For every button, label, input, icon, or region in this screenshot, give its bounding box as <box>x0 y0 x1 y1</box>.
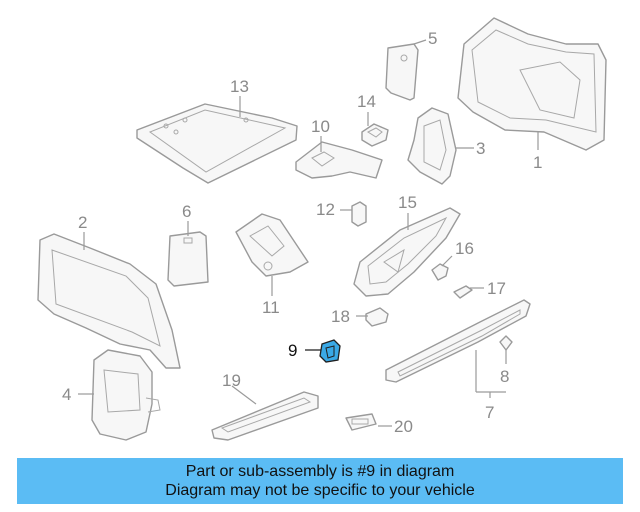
callout-16: 16 <box>455 239 474 258</box>
info-banner: Part or sub-assembly is #9 in diagram Di… <box>17 458 623 504</box>
part-20-handle <box>345 413 392 431</box>
callout-17: 17 <box>487 279 506 298</box>
part-19-shade <box>211 385 319 441</box>
callout-18: 18 <box>331 307 350 326</box>
callout-13: 13 <box>230 77 249 96</box>
part-1-quarter-trim <box>457 17 607 151</box>
callout-8: 8 <box>500 367 509 386</box>
part-13-cargo-floor <box>136 96 298 184</box>
callout-3: 3 <box>476 139 485 158</box>
exploded-parts-diagram: 1 2 3 4 5 6 7 8 9 10 11 12 13 14 15 16 1… <box>37 17 607 441</box>
callout-2: 2 <box>78 213 87 232</box>
part-6-cover <box>167 221 209 287</box>
part-10-bracket <box>295 136 383 179</box>
callout-19: 19 <box>222 371 241 390</box>
part-8-screw <box>499 335 513 364</box>
part-18-clip <box>356 307 389 327</box>
part-16-clip <box>431 255 453 281</box>
callout-14: 14 <box>357 92 376 111</box>
banner-line-2: Diagram may not be specific to your vehi… <box>165 482 475 499</box>
callout-10: 10 <box>311 117 330 136</box>
part-9-highlighted-clip <box>305 339 341 363</box>
part-2-side-panel <box>37 232 181 369</box>
callout-12: 12 <box>316 200 335 219</box>
callout-6: 6 <box>182 202 191 221</box>
callout-4: 4 <box>62 385 71 404</box>
part-17-pin <box>453 285 484 299</box>
callout-5: 5 <box>428 29 437 48</box>
part-11-bracket <box>235 213 309 296</box>
part-4-storage-bin <box>78 349 161 441</box>
callout-9: 9 <box>288 341 297 360</box>
part-5-trim-cover <box>385 39 427 101</box>
callout-7: 7 <box>485 403 494 422</box>
banner-line-1: Part or sub-assembly is #9 in diagram <box>185 463 455 480</box>
callout-11: 11 <box>262 298 280 317</box>
callout-15: 15 <box>398 193 417 212</box>
part-12-fastener <box>340 201 367 227</box>
callout-20: 20 <box>394 417 413 436</box>
part-3-trim-piece <box>407 107 474 185</box>
part-14-clip <box>361 112 389 147</box>
callout-1: 1 <box>533 153 542 172</box>
part-7-sill-plate <box>385 299 531 398</box>
part-15-trim-panel <box>353 207 461 297</box>
